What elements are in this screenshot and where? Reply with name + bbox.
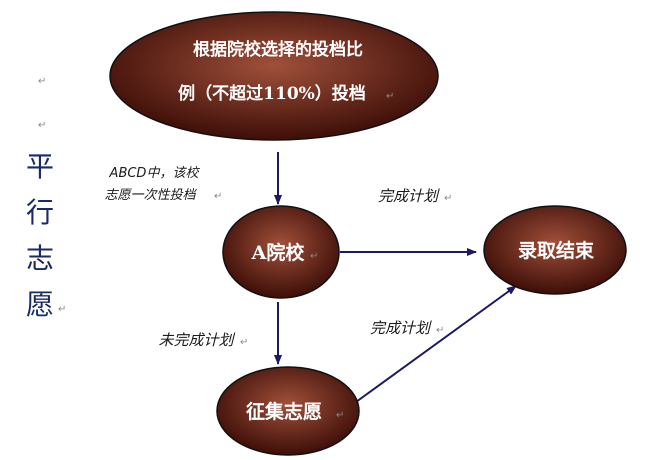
paragraph-mark-edge2: ↵ — [444, 193, 452, 204]
edge-label-a-to-solicit: 未完成计划 — [158, 331, 235, 349]
paragraph-mark-top: ↵ — [386, 91, 394, 102]
edge-label-solicit-to-finish: 完成计划 — [370, 319, 432, 337]
node-finish-label: 录取结束 — [518, 239, 595, 262]
side-title-char-1: 平 — [26, 150, 54, 183]
node-school-a-ellipse — [222, 205, 340, 299]
paragraph-mark-2: ↵ — [38, 120, 46, 131]
side-title-char-2: 行 — [26, 196, 54, 229]
node-top-line1: 根据院校选择的投档比 — [193, 39, 363, 60]
paragraph-mark-side: ↵ — [58, 304, 66, 315]
node-school-a-label: A院校 — [251, 241, 306, 264]
node-solicit-label: 征集志愿 — [246, 400, 322, 423]
paragraph-mark-edge4: ↵ — [436, 325, 444, 336]
edge-label-top-to-a-line1: ABCD中，该校 — [109, 166, 201, 181]
paragraph-mark-edge1: ↵ — [214, 191, 222, 202]
node-top-line2: 例（不超过110%）投档 — [178, 83, 366, 104]
edge-label-a-to-finish: 完成计划 — [378, 187, 440, 205]
edge-solicit-to-finish — [355, 285, 517, 403]
node-finish-ellipse — [483, 205, 627, 295]
paragraph-mark-a: ↵ — [310, 251, 318, 262]
paragraph-mark-1: ↵ — [38, 76, 46, 87]
edge-label-top-to-a-line2: 志愿一次性投档 — [104, 188, 197, 203]
paragraph-mark-solicit: ↵ — [336, 410, 344, 421]
node-top-ellipse — [109, 11, 439, 141]
side-title-char-4: 愿 — [26, 288, 54, 321]
paragraph-mark-edge3: ↵ — [240, 337, 248, 348]
side-title-char-3: 志 — [26, 242, 54, 275]
node-solicit-ellipse — [216, 366, 360, 456]
